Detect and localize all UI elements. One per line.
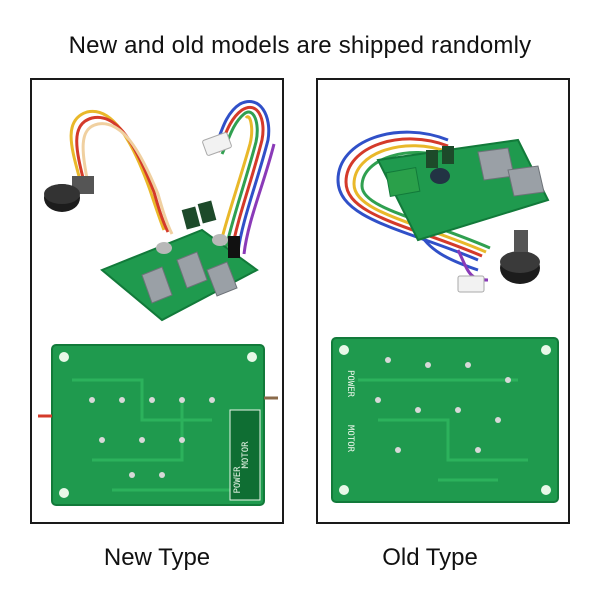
old-type-motor-label: MOTOR: [345, 425, 355, 453]
old-type-underside-board: POWER MOTOR: [331, 337, 559, 503]
new-type-underside-board: MOTOR POWER: [38, 344, 278, 506]
new-type-caption: New Type: [103, 544, 211, 571]
new-type-photo: MOTOR POWER: [38, 100, 278, 506]
old-type-photo: POWER MOTOR: [331, 130, 559, 503]
old-type-photo-panel: POWER MOTOR: [316, 78, 570, 524]
headline: New and old models are shipped randomly: [68, 32, 532, 59]
old-type-caption: Old Type: [382, 544, 478, 571]
new-type-assembled-board: [44, 100, 276, 322]
old-type-power-label: POWER: [345, 370, 355, 398]
new-type-motor-label: MOTOR: [241, 441, 251, 469]
new-type-power-label: POWER: [233, 466, 243, 494]
new-type-photo-panel: MOTOR POWER: [30, 78, 284, 524]
old-type-assembled-board: [336, 130, 550, 293]
